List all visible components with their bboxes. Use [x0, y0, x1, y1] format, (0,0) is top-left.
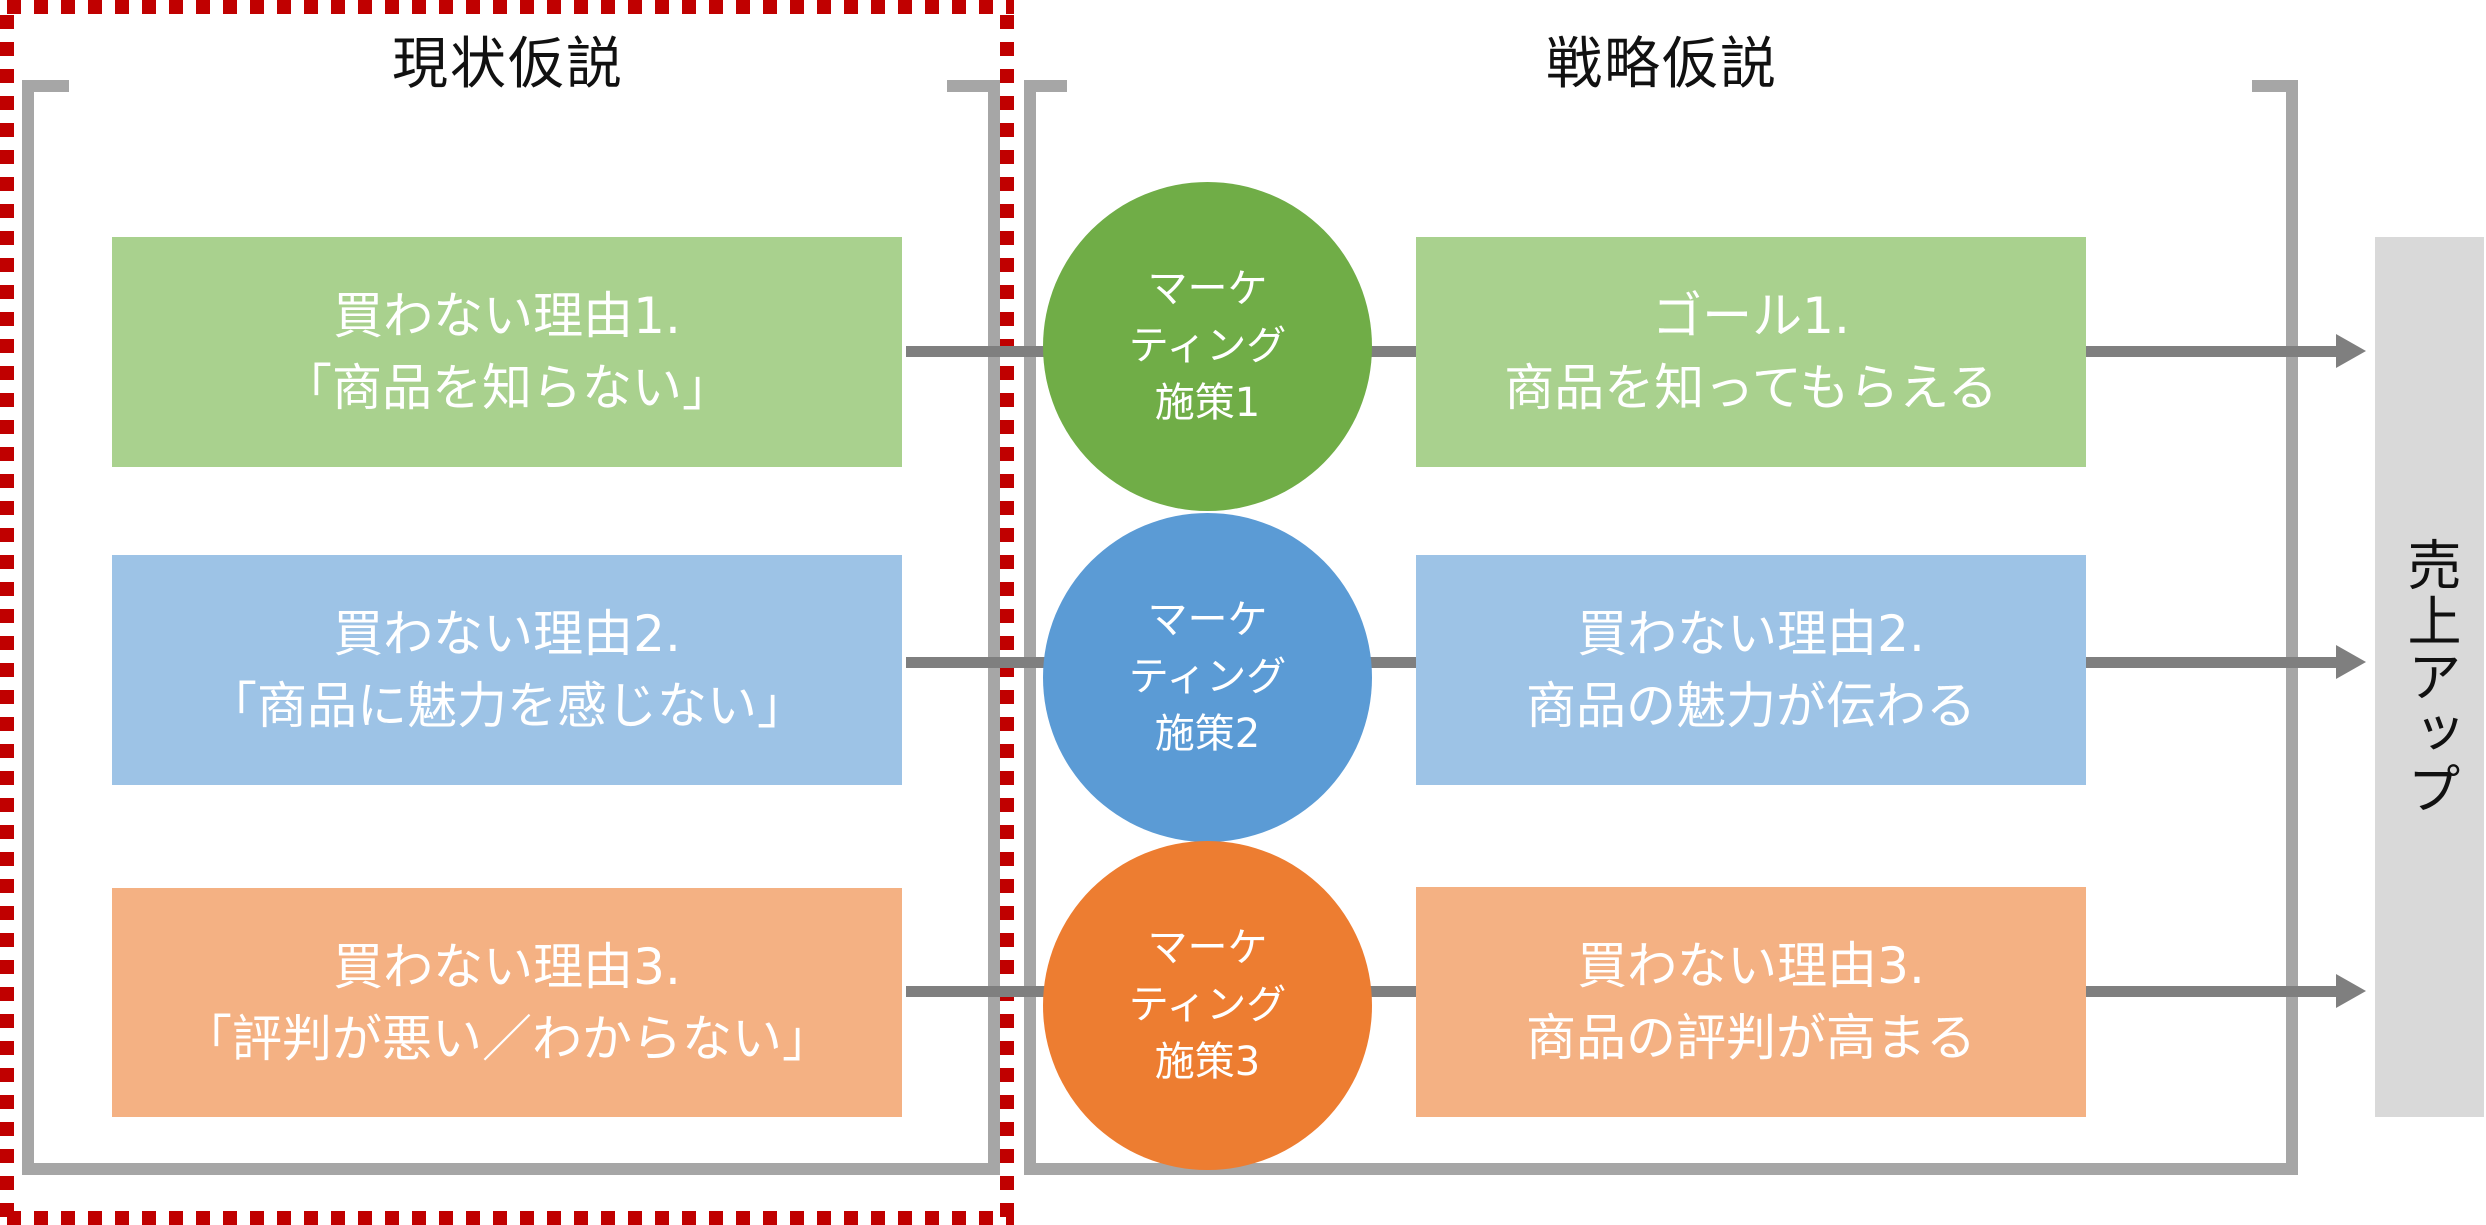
- reason-text: 「商品を知らない」: [282, 359, 732, 417]
- measure-line: ティング: [1128, 654, 1287, 700]
- goal-title: ゴール1.: [1652, 287, 1850, 345]
- highlight-frame-right: [1000, 15, 1014, 1225]
- result-panel: 売上アップ: [2375, 237, 2484, 1117]
- bracket-current-bottom: [22, 1163, 1000, 1175]
- connector-measure-to-goal: [1360, 657, 1420, 668]
- reason-text: 「商品に魅力を感じない」: [207, 677, 807, 735]
- connector-reason-to-measure: [906, 346, 1056, 357]
- connector-measure-to-goal: [1360, 346, 1420, 357]
- goal-text: 商品を知ってもらえる: [1504, 359, 1998, 417]
- highlight-frame-bottom: [7, 1211, 1014, 1225]
- connector-reason-to-measure: [906, 986, 1056, 997]
- bracket-strategy-left: [1024, 80, 1036, 1175]
- highlight-frame-left: [0, 15, 14, 1225]
- highlight-frame-top: [7, 0, 1014, 14]
- goal-text: 商品の魅力が伝わる: [1526, 677, 1976, 735]
- result-label: 売上アップ: [2398, 537, 2461, 817]
- reason-title: 買わない理由3.: [333, 937, 681, 996]
- measure-line: 施策1: [1154, 380, 1261, 426]
- measure-circle: マーケ ティング 施策1: [1043, 182, 1372, 511]
- measure-line: ティング: [1128, 323, 1287, 369]
- measure-line: マーケ: [1147, 266, 1268, 312]
- bracket-strategy-top-right: [2252, 80, 2298, 92]
- bracket-strategy-bottom: [1024, 1163, 2298, 1175]
- connector-reason-to-measure: [906, 657, 1056, 668]
- arrow-head-icon: [2336, 645, 2366, 679]
- reason-title: 買わない理由1.: [333, 287, 681, 345]
- reason-box: 買わない理由2. 「商品に魅力を感じない」: [112, 555, 902, 785]
- arrow-head-icon: [2336, 334, 2366, 368]
- connector-goal-to-result: [2086, 986, 2336, 997]
- reason-title: 買わない理由2.: [333, 605, 681, 663]
- arrow-head-icon: [2336, 974, 2366, 1008]
- bracket-current-right: [988, 80, 1000, 1175]
- connector-goal-to-result: [2086, 346, 2336, 357]
- goal-box: 買わない理由3. 商品の評判が高まる: [1416, 887, 2086, 1117]
- reason-box: 買わない理由3. 「評判が悪い／わからない」: [112, 888, 902, 1117]
- measure-circle: マーケ ティング 施策3: [1043, 841, 1372, 1170]
- goal-text: 商品の評判が高まる: [1526, 1009, 1976, 1067]
- measure-line: 施策2: [1154, 711, 1261, 757]
- goal-title: 買わない理由2.: [1577, 605, 1925, 663]
- section-title-current: 現状仮説: [392, 32, 624, 97]
- goal-title: 買わない理由3.: [1577, 937, 1925, 995]
- connector-goal-to-result: [2086, 657, 2336, 668]
- goal-box: ゴール1. 商品を知ってもらえる: [1416, 237, 2086, 467]
- connector-measure-to-goal: [1360, 986, 1420, 997]
- reason-box: 買わない理由1. 「商品を知らない」: [112, 237, 902, 467]
- section-title-strategy: 戦略仮説: [1546, 32, 1778, 97]
- measure-line: マーケ: [1147, 925, 1268, 971]
- measure-line: マーケ: [1147, 597, 1268, 643]
- goal-box: 買わない理由2. 商品の魅力が伝わる: [1416, 555, 2086, 785]
- bracket-current-top-right: [947, 80, 1000, 92]
- measure-line: 施策3: [1154, 1039, 1261, 1085]
- bracket-strategy-right: [2286, 80, 2298, 1175]
- measure-circle: マーケ ティング 施策2: [1043, 513, 1372, 842]
- reason-text: 「評判が悪い／わからない」: [182, 1009, 832, 1068]
- bracket-current-left: [22, 80, 34, 1175]
- measure-line: ティング: [1128, 982, 1287, 1028]
